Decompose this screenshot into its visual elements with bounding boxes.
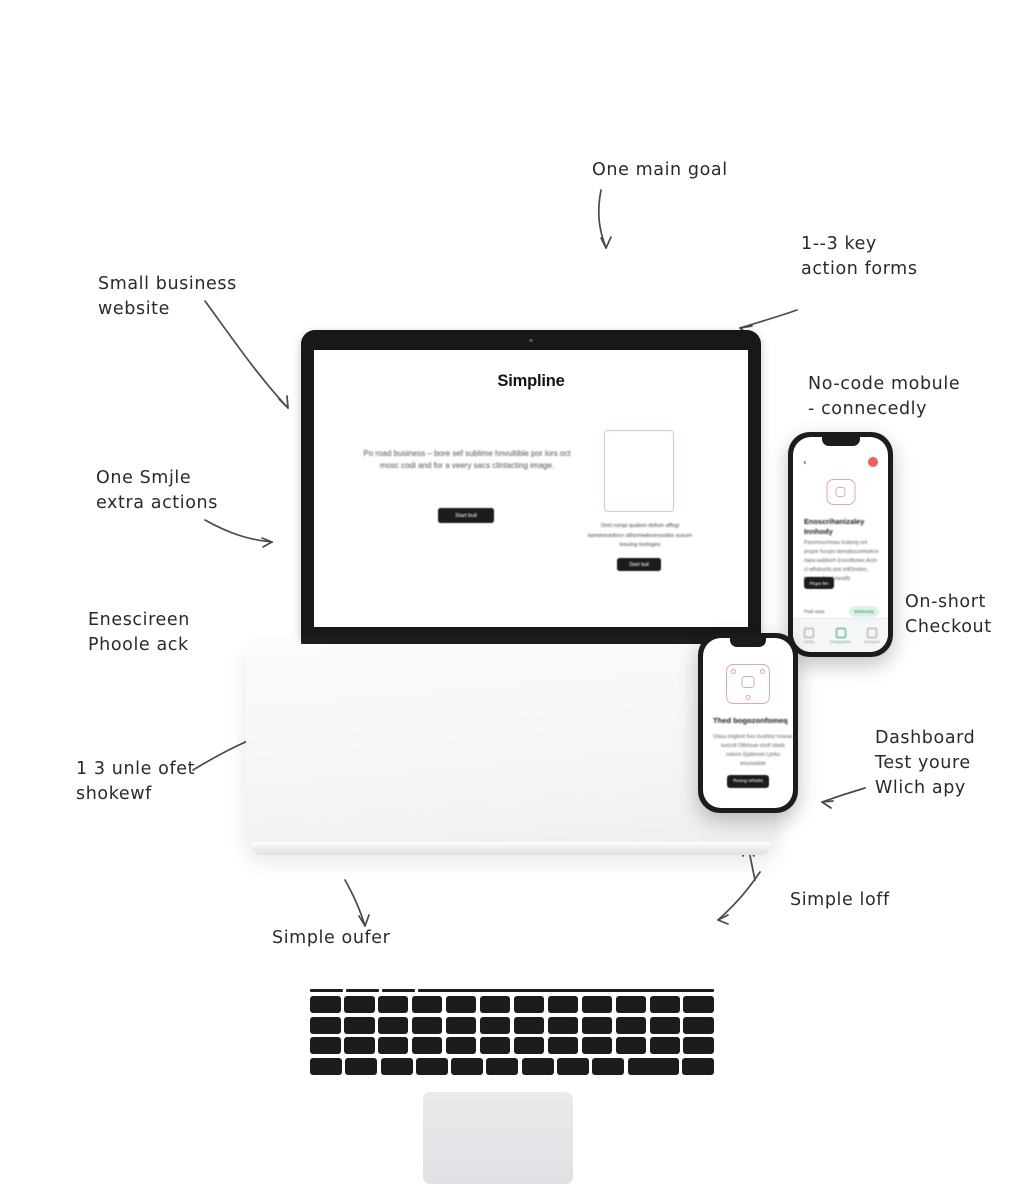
notification-badge-icon[interactable]	[868, 457, 878, 467]
hero-cta-button[interactable]: Start buil	[438, 508, 494, 523]
phone-right-tabbar[interactable]: Torllhy Honquz.bhu Annapstt	[793, 618, 888, 652]
hero-copy: Po road business – bore sef sublime hnvu…	[363, 449, 571, 471]
phone-right-primary-button[interactable]: Plupe lim	[804, 577, 834, 589]
arrow-simple-oufer	[344, 879, 366, 927]
arrow-simple-oufer-head	[358, 914, 370, 927]
phone-right-status-pill[interactable]: Srhercuny	[849, 606, 879, 617]
laptop-device: Simpline Po road business – bore sef sub…	[246, 330, 776, 1184]
laptop-screen: Simpline Po road business – bore sef sub…	[314, 350, 748, 627]
back-chevron-icon[interactable]: ‹	[803, 458, 807, 468]
annotation-enescireen: Enescireen Phoole ack	[88, 610, 190, 655]
annotation-simple-oufer: Simple oufer	[272, 928, 391, 948]
tab-item-2[interactable]: Annapstt	[856, 627, 888, 644]
laptop-base-lip	[252, 842, 770, 855]
keyboard-row	[310, 996, 715, 1013]
annotation-small-business: Small business website	[98, 274, 237, 319]
keyboard-row	[310, 1037, 715, 1055]
laptop-keyboard[interactable]	[310, 989, 715, 1078]
tab-item-0[interactable]: Torllhy	[793, 627, 825, 644]
phone-front-screen: Thed bogozonfomeq Ulauu imgtent foru Iru…	[703, 638, 793, 808]
laptop-hinge	[301, 636, 761, 647]
tab-icon-1	[835, 627, 846, 638]
function-key-row[interactable]	[310, 989, 715, 993]
annotation-dashboard: Dashboard Test youre Wlich apy	[875, 728, 976, 798]
keyboard-row	[310, 1057, 715, 1075]
annotation-no-code-module: No-code mobule - connecedly	[808, 374, 961, 419]
tab-label-1: Honquz.bhu	[830, 639, 851, 644]
phone-right-screen: ‹ Enoscrihanizaley Innhody Paromnuchmau …	[793, 437, 888, 652]
arrow-dashboard	[821, 787, 866, 803]
phone-front-device: Thed bogozonfomeq Ulauu imgtent foru Iru…	[698, 633, 798, 813]
app-logo-icon	[726, 664, 770, 704]
webcam-icon	[529, 339, 533, 343]
arrow-key-action-forms	[739, 309, 798, 329]
phone-right-heading: Enoscrihanizaley Innhody	[804, 517, 865, 536]
action-form-card[interactable]	[604, 430, 674, 512]
tab-item-1[interactable]: Honquz.bhu	[825, 627, 857, 644]
phone-front-body: Ulauu imgtent foru Irushtoz Irourac turi…	[713, 734, 793, 767]
tab-label-2: Annapstt	[864, 639, 880, 644]
site-title: Simpline	[497, 372, 565, 390]
laptop-lid: Simpline Po road business – bore sef sub…	[301, 330, 761, 640]
phone-front-heading: Thed bogozonfomeq	[713, 716, 788, 725]
phone-front-primary-button[interactable]: Rusng Ishtaht	[727, 775, 769, 788]
form-card-button[interactable]: Start buil	[617, 558, 661, 571]
keyboard-row	[310, 1016, 715, 1034]
app-logo-icon	[826, 479, 855, 505]
arrow-simple-loff-head	[717, 914, 729, 925]
phone-notch	[730, 638, 766, 647]
annotation-one-main-goal: One main goal	[592, 160, 728, 180]
logo-dot-icon	[745, 695, 751, 700]
mockup-canvas: Simpline Po road business – bore sef sub…	[0, 0, 1024, 1024]
tab-icon-0	[803, 627, 814, 638]
annotation-key-action-forms: 1--3 key action forms	[801, 234, 918, 279]
logo-dot-icon	[760, 669, 765, 674]
tab-icon-2	[867, 627, 878, 638]
laptop-trackpad[interactable]	[423, 1092, 573, 1184]
form-card-copy: Oret rompi qualsm dofum affegi tamstorur…	[587, 523, 693, 548]
tab-label-0: Torllhy	[803, 639, 815, 644]
logo-dot-icon	[731, 669, 736, 674]
arrow-one-main-goal-head	[600, 236, 612, 249]
phone-right-device: ‹ Enoscrihanizaley Innhody Paromnuchmau …	[788, 432, 893, 657]
annotation-simple-loff: Simple loff	[790, 890, 890, 910]
annotation-unle-ofet: 1 3 unle ofet shokewf	[76, 759, 196, 804]
arrow-dashboard-head	[821, 800, 834, 809]
phone-notch	[821, 437, 860, 446]
laptop-base	[246, 644, 776, 1184]
annotation-one-short-checkout: On-short Checkout	[905, 592, 992, 637]
phone-right-footnote: Pork ouss	[804, 609, 825, 614]
annotation-extra-actions: One Smjle extra actions	[96, 468, 218, 513]
arrow-one-main-goal	[597, 189, 607, 249]
arrow-simple-loff	[717, 871, 761, 921]
